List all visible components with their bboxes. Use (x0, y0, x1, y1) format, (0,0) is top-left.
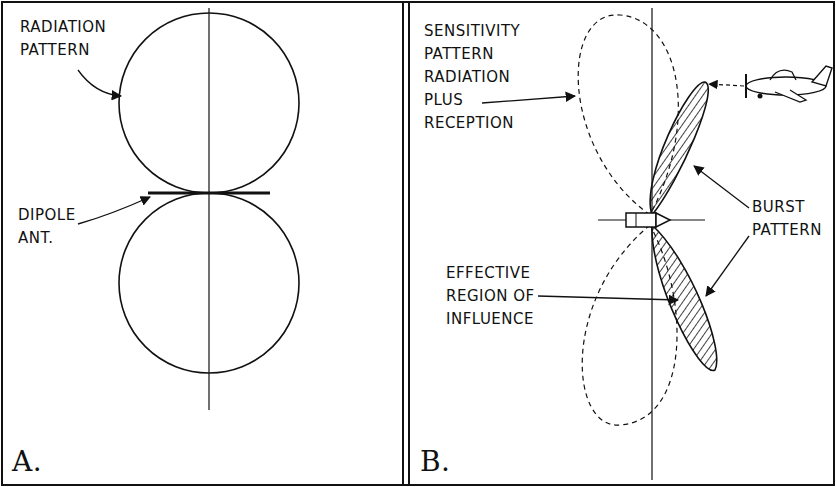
panel-label: B. (420, 446, 450, 478)
antenna-label: DIPOLE ANT. (18, 204, 76, 250)
pattern-label: RADIATION PATTERN (20, 16, 106, 62)
pattern-label: BURST PATTERN (752, 196, 822, 242)
panel-label: A. (12, 446, 42, 478)
region-label: EFFECTIVE REGION OF INFLUENCE (446, 262, 564, 331)
pattern-label: SENSITIVITY PATTERN RADIATION PLUS RECEP… (424, 20, 520, 135)
